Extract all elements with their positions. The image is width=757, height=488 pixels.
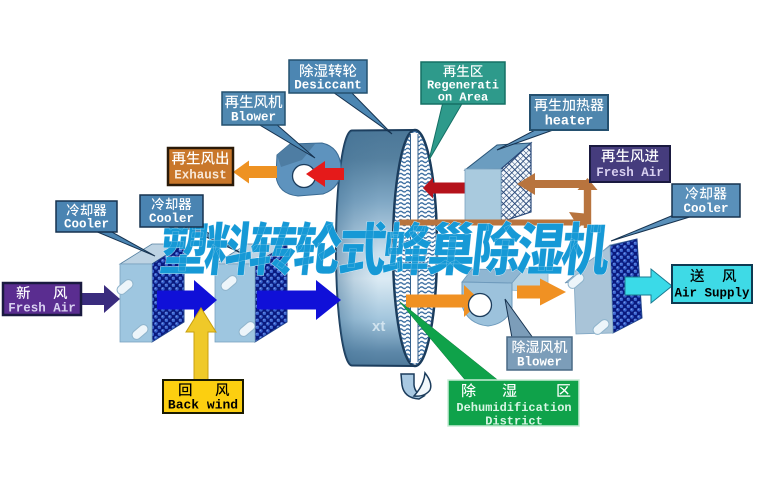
- svg-text:District: District: [485, 415, 543, 429]
- svg-text:Cooler: Cooler: [683, 202, 728, 216]
- svg-text:Desiccant: Desiccant: [294, 79, 362, 93]
- svg-text:heater: heater: [545, 115, 594, 130]
- svg-text:Back wind: Back wind: [168, 398, 238, 413]
- svg-text:Blower: Blower: [231, 111, 276, 125]
- svg-text:Fresh Air: Fresh Air: [596, 166, 664, 180]
- svg-text:Fresh Air: Fresh Air: [8, 302, 76, 316]
- svg-text:xt: xt: [372, 318, 385, 335]
- svg-text:Blower: Blower: [517, 356, 562, 370]
- svg-text:Dehumidification: Dehumidification: [456, 401, 571, 415]
- svg-text:Cooler: Cooler: [64, 218, 109, 232]
- svg-text:Exhaust: Exhaust: [174, 169, 227, 183]
- svg-text:Air Supply: Air Supply: [674, 287, 750, 301]
- svg-text:on Area: on Area: [438, 91, 488, 105]
- svg-text:Regenerati: Regenerati: [427, 79, 499, 93]
- svg-text:Cooler: Cooler: [149, 212, 194, 226]
